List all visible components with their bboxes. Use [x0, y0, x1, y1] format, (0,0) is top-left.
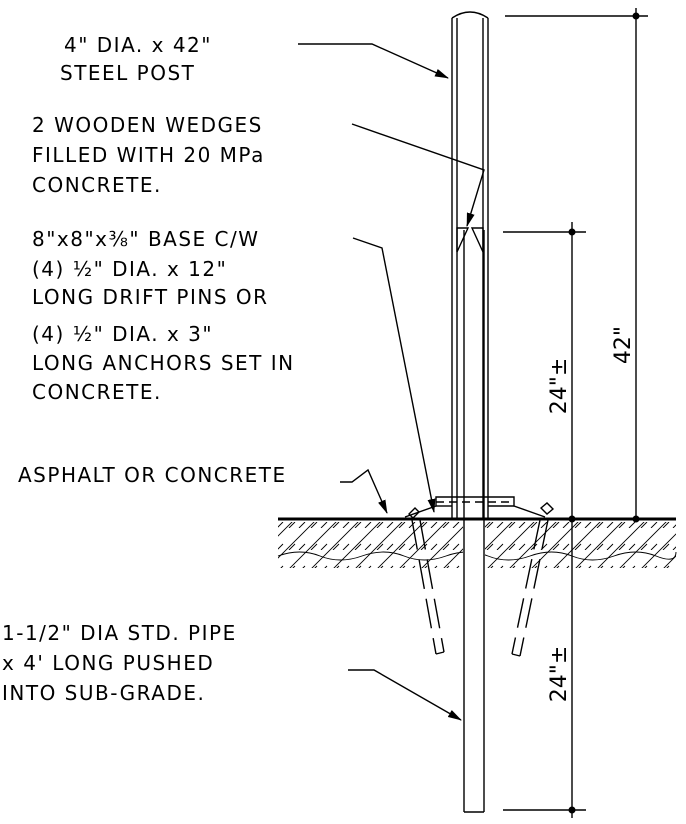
note-sub-grade-pipe: 1-1/2" DIA STD. PIPE x 4' LONG PUSHED IN…: [2, 621, 237, 705]
steel-post: [451, 11, 489, 518]
note-steel-post-line2: STEEL POST: [60, 61, 195, 85]
dimension-upper: 24"±: [503, 222, 586, 523]
dimension-overall: 42": [505, 8, 648, 523]
note-asphalt-or-concrete: ASPHALT OR CONCRETE: [18, 463, 287, 487]
note-wooden-wedges: 2 WOODEN WEDGES FILLED WITH 20 MPa CONCR…: [32, 113, 265, 197]
note-base-line3: LONG DRIFT PINS OR: [32, 285, 269, 309]
note-steel-post: 4" DIA. x 42" STEEL POST: [60, 33, 212, 85]
note-base-line6: CONCRETE.: [32, 380, 162, 404]
dimension-lower-label: 24"±: [547, 646, 572, 703]
dimension-upper-label: 24"±: [547, 358, 572, 415]
note-wedges-line3: CONCRETE.: [32, 173, 162, 197]
note-pipe-line1: 1-1/2" DIA STD. PIPE: [2, 621, 237, 645]
note-steel-post-line1: 4" DIA. x 42": [64, 33, 212, 57]
dimension-42-label: 42": [611, 326, 636, 364]
note-pipe-line2: x 4' LONG PUSHED: [2, 651, 214, 675]
note-base-line4: (4) ½" DIA. x 3": [32, 322, 213, 346]
note-base-line5: LONG ANCHORS SET IN: [32, 351, 295, 375]
base-plate: [404, 496, 546, 518]
drift-pins: [408, 502, 555, 657]
note-base-line2: (4) ½" DIA. x 12": [32, 257, 227, 281]
note-wedges-line2: FILLED WITH 20 MPa: [32, 143, 265, 167]
note-base-line1: 8"x8"x⅜" BASE C/W: [32, 227, 260, 251]
dimension-lower: 24"±: [503, 519, 586, 818]
note-wedges-line1: 2 WOODEN WEDGES: [32, 113, 263, 137]
note-base-plate: 8"x8"x⅜" BASE C/W (4) ½" DIA. x 12" LONG…: [32, 227, 295, 404]
sub-grade-pipe: [463, 230, 485, 813]
wooden-wedges: [456, 227, 484, 253]
callout-leaders: [298, 43, 485, 721]
note-pipe-line3: INTO SUB-GRADE.: [2, 681, 205, 705]
